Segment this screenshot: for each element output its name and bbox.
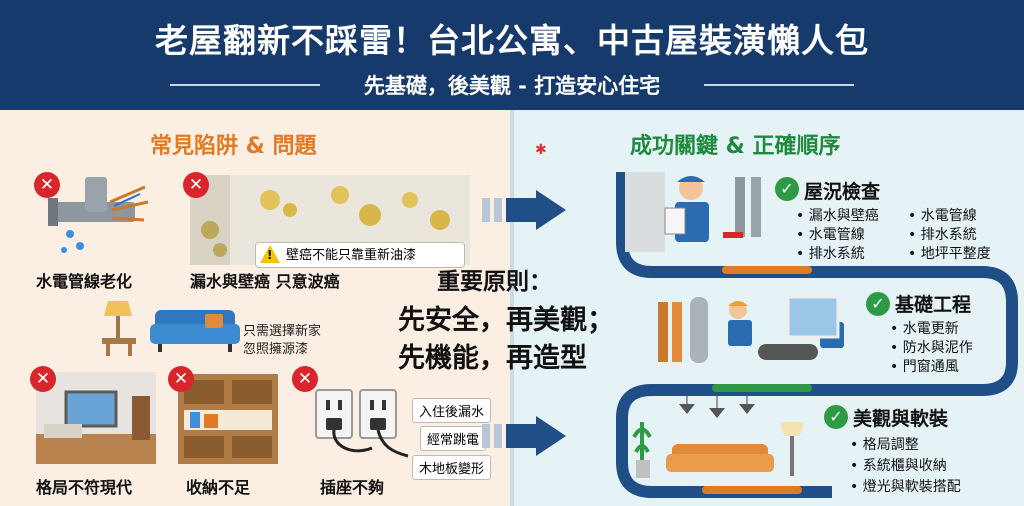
flow-path <box>616 172 1018 498</box>
x-circle-icon: ✕ <box>168 366 194 392</box>
x-circle-icon: ✕ <box>183 172 209 198</box>
inspector-icon <box>625 172 761 252</box>
subtitle-rule-right <box>704 84 854 86</box>
principle-heading: 重要原則： <box>437 269 552 295</box>
step1-bullet: • 漏水與壁癌 <box>796 208 879 224</box>
warning-exclaim: ! <box>267 248 273 262</box>
subtitle-rule-left <box>170 84 320 86</box>
right-panel <box>514 110 1024 506</box>
sofa-lamp-icon <box>102 301 240 356</box>
step-title-1: 屋況檢查 <box>804 181 881 203</box>
step1-bullet: • 地坪平整度 <box>908 246 991 262</box>
page-subtitle: 先基礎，後美觀 - 打造安心住宅 <box>363 74 661 98</box>
item-label-pipes: 水電管線老化 <box>36 272 133 291</box>
right-section-title: 成功關鍵 & 正確順序 <box>630 134 841 159</box>
item-label-storage: 收納不足 <box>186 478 251 497</box>
x-circle-icon: ✕ <box>292 366 318 392</box>
warning-note-text: 壁癌不能只靠重新油漆 <box>286 248 417 263</box>
step1-bullet: • 排水系統 <box>908 227 977 243</box>
x-circle-icon: ✕ <box>34 172 60 198</box>
step3-bullet: • 燈光與軟裝搭配 <box>850 479 961 495</box>
principle-line1: 先安全，再美觀； <box>398 305 614 336</box>
check-circle-icon: ✓ <box>824 405 848 429</box>
item-label-leak: 漏水與壁癌 只意波癌 <box>190 272 340 291</box>
cabinet-icon <box>178 374 278 464</box>
workers-icon <box>658 295 844 363</box>
furniture-note-line1: 只需選擇新家 <box>243 324 322 339</box>
socket-callout-3: 木地板變形 <box>412 455 492 480</box>
old-room-icon <box>36 372 156 464</box>
socket-callout-2: 經常跳電 <box>420 426 487 451</box>
step3-bullet: • 系統櫃與收納 <box>850 458 947 474</box>
furniture-note-line2: 忽照擁源漆 <box>243 342 309 357</box>
warning-triangle-icon <box>260 245 280 263</box>
x-circle-icon: ✕ <box>30 366 56 392</box>
step-title-2: 基礎工程 <box>895 294 972 316</box>
step1-bullet: • 排水系統 <box>796 246 865 262</box>
step2-bullet: • 門窗通風 <box>890 359 959 375</box>
panel-divider <box>510 110 514 506</box>
arrow-right-icon <box>482 190 566 230</box>
socket-callout-1: 入住後漏水 <box>412 398 492 423</box>
step-title-3: 美觀與軟裝 <box>853 408 949 430</box>
principle-line2: 先機能，再造型 <box>398 343 587 374</box>
step1-bullet: • 水電管線 <box>908 208 977 224</box>
old-pipe-icon <box>48 177 149 253</box>
decor-mark: ✱ <box>535 142 547 158</box>
item-label-layout: 格局不符現代 <box>36 478 133 497</box>
living-room-icon <box>632 392 804 478</box>
step2-bullet: • 水電更新 <box>890 321 959 337</box>
warning-note: ! 壁癌不能只靠重新油漆 <box>255 242 465 268</box>
page-title: 老屋翻新不踩雷！台北公寓、中古屋裝潢懶人包 <box>155 21 869 60</box>
power-socket-icon <box>315 389 409 458</box>
step2-bullet: • 防水與泥作 <box>890 340 973 356</box>
check-circle-icon: ✓ <box>866 292 890 316</box>
step1-bullet: • 水電管線 <box>796 227 865 243</box>
item-label-socket: 插座不夠 <box>320 478 385 497</box>
step3-bullet: • 格局調整 <box>850 437 919 453</box>
left-section-title: 常見陷阱 & 問題 <box>150 134 317 159</box>
header-banner <box>0 0 1024 110</box>
check-circle-icon: ✓ <box>775 177 799 201</box>
arrow-right-icon <box>482 416 566 456</box>
